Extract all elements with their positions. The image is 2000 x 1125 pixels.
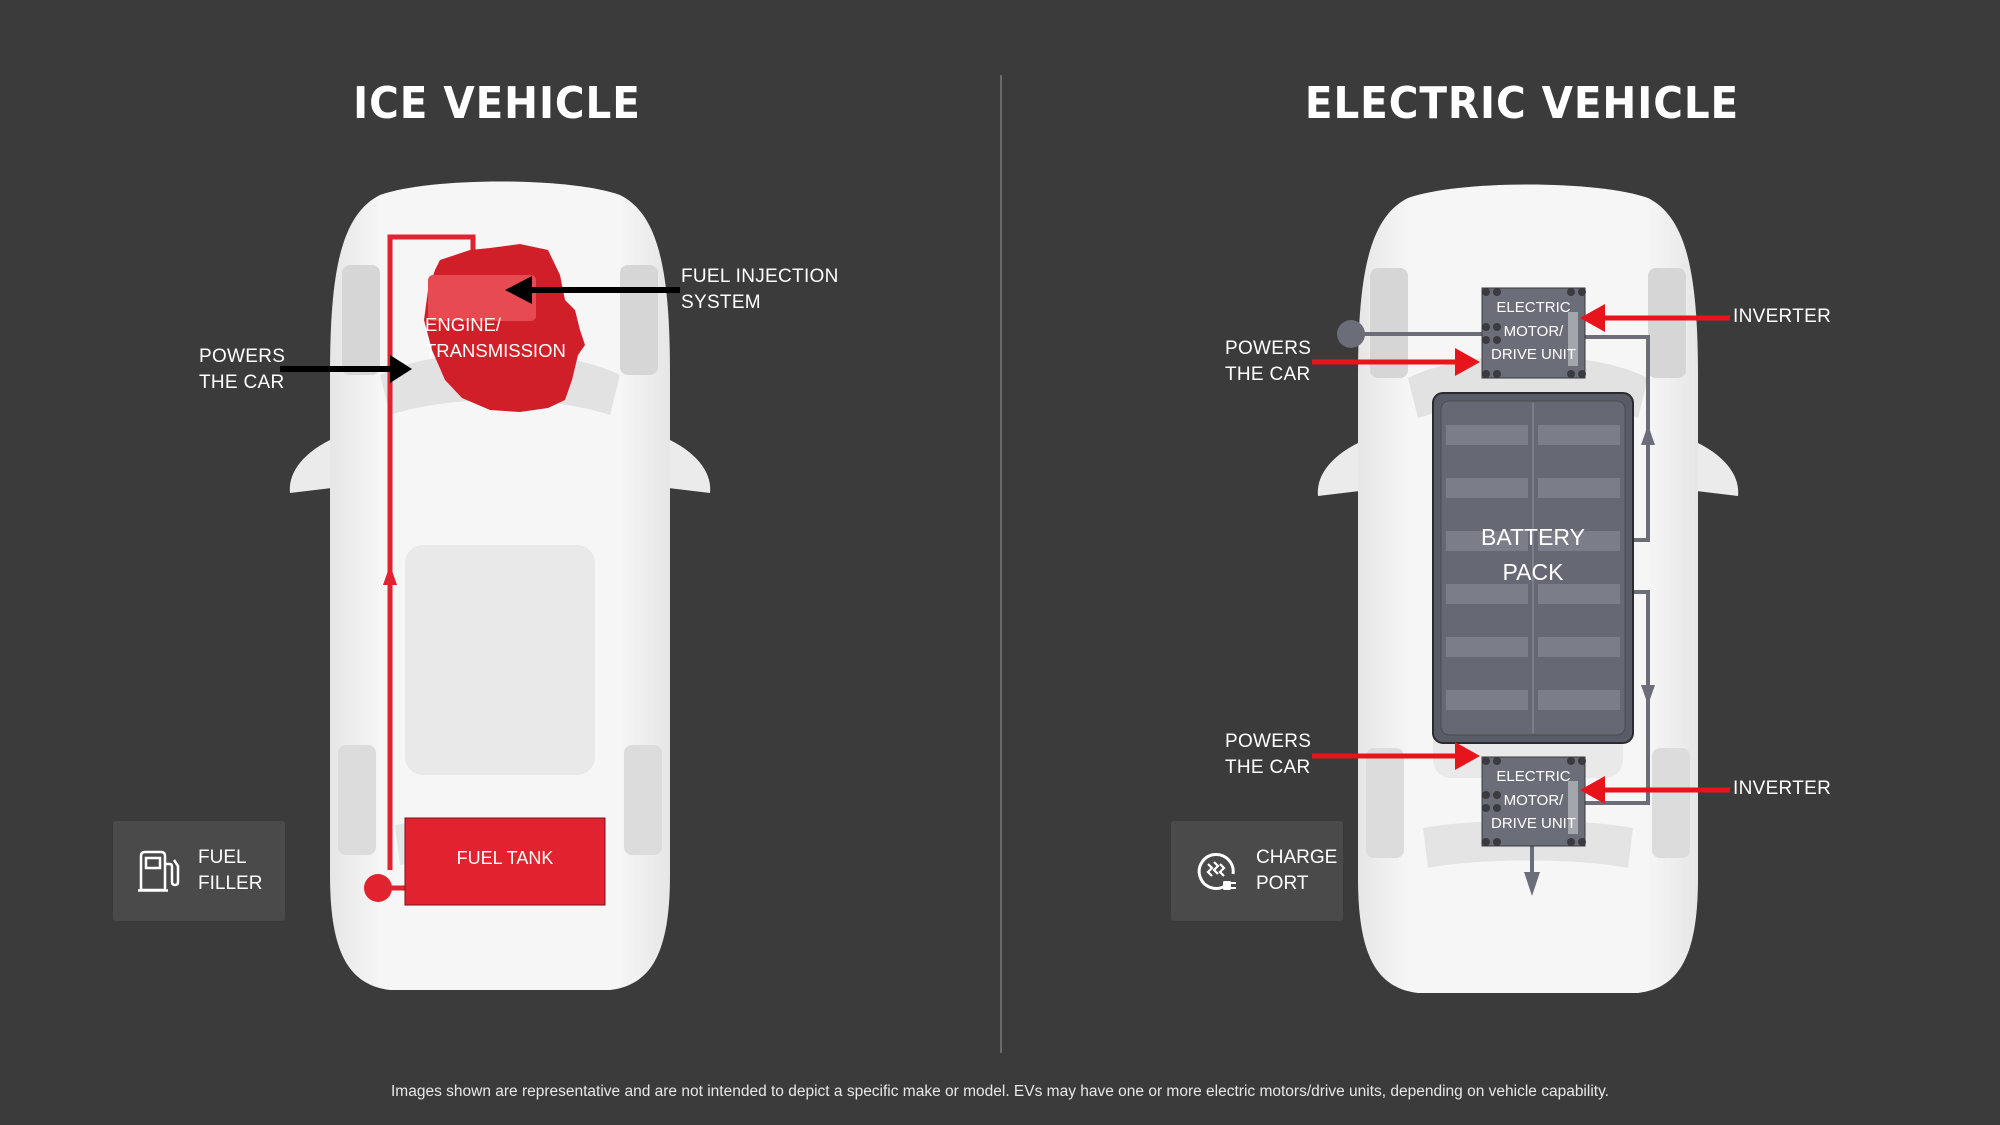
engine-label-line1: ENGINE/ <box>425 314 502 335</box>
rear-motor-line2: MOTOR/ <box>1503 791 1564 809</box>
ev-rear-powers-arrow-head <box>1455 742 1480 770</box>
divider <box>1000 75 1002 1053</box>
ev-rear-powers-line2: THE CAR <box>1225 757 1311 778</box>
engine-transmission-label: ENGINE/ TRANSMISSION <box>425 312 566 364</box>
fuel-injection-line1: FUEL INJECTION <box>681 266 839 287</box>
ev-front-powers-line1: POWERS <box>1225 338 1312 359</box>
front-motor-line3: DRIVE UNIT <box>1490 346 1576 363</box>
battery-line2: PACK <box>1502 559 1564 585</box>
rear-motor-line1: ELECTRIC <box>1496 768 1571 785</box>
ev-front-inverter-label: INVERTER <box>1733 306 1832 327</box>
ice-powers-label: POWERS THE CAR <box>199 344 285 396</box>
fuel-filler-cap <box>364 874 392 902</box>
fuel-filler-line2: FILLER <box>198 873 263 894</box>
front-motor-line1: ELECTRIC <box>1496 299 1571 316</box>
rear-output-arrow <box>1524 872 1540 896</box>
ev-rear-inverter-arrow-head <box>1580 776 1605 804</box>
fuel-flow-arrow <box>383 565 397 585</box>
charge-port-line2: PORT <box>1256 873 1309 894</box>
ev-charge-port-dot <box>1337 320 1365 348</box>
front-motor-line2: MOTOR/ <box>1503 322 1564 340</box>
ev-front-powers-label: POWERS THE CAR <box>1225 336 1311 388</box>
ev-front-powers-arrow-head <box>1455 348 1480 376</box>
hv-arrow-down <box>1641 685 1655 705</box>
rear-drive-unit <box>1481 756 1586 847</box>
ev-rear-powers-label: POWERS THE CAR <box>1225 729 1311 781</box>
ice-powers-line2: THE CAR <box>199 372 285 393</box>
fuel-filler-line1: FUEL <box>198 847 247 868</box>
fuel-injection-system <box>428 275 536 321</box>
front-inverter-block <box>1568 312 1578 366</box>
fuel-injection-label: FUEL INJECTION SYSTEM <box>681 264 839 316</box>
fuel-filler-text: FUEL FILLER <box>198 845 262 897</box>
battery-pack <box>1432 392 1634 744</box>
ev-rear-powers-line1: POWERS <box>1225 731 1312 752</box>
ice-powers-line1: POWERS <box>199 346 286 367</box>
fuel-injection-line2: SYSTEM <box>681 292 761 313</box>
footnote-disclaimer: Images shown are representative and are … <box>391 1083 1609 1100</box>
engine-label-line2: TRANSMISSION <box>425 340 566 361</box>
fuel-filler-legend: FUEL FILLER <box>113 821 285 921</box>
rear-motor-label: ELECTRIC MOTOR/ DRIVE UNIT <box>1482 765 1585 836</box>
fuel-injection-arrow-head <box>505 276 532 304</box>
charge-port-legend: CHARGE PORT <box>1171 821 1343 921</box>
front-drive-unit <box>1481 287 1586 379</box>
rear-inverter-block <box>1568 781 1578 834</box>
charge-port-line1: CHARGE <box>1256 847 1338 868</box>
hv-arrow-up <box>1641 425 1655 445</box>
charge-port-text: CHARGE PORT <box>1256 845 1337 897</box>
battery-line1: BATTERY <box>1481 524 1585 550</box>
ice-vehicle-title: ICE VEHICLE <box>353 78 641 129</box>
electric-vehicle-title: ELECTRIC VEHICLE <box>1304 78 1740 129</box>
ev-front-inverter-arrow-head <box>1580 304 1605 332</box>
battery-pack-label: BATTERY PACK <box>1433 520 1633 590</box>
fuel-tank <box>404 817 606 906</box>
front-motor-label: ELECTRIC MOTOR/ DRIVE UNIT <box>1482 296 1585 367</box>
ice-powers-arrow-head <box>390 355 412 383</box>
ev-rear-inverter-label: INVERTER <box>1733 778 1832 799</box>
fuel-pump-icon <box>138 850 180 892</box>
fuel-tank-label: FUEL TANK <box>456 848 554 868</box>
ev-front-powers-line2: THE CAR <box>1225 364 1311 385</box>
charge-port-icon <box>1197 853 1236 890</box>
rear-motor-line3: DRIVE UNIT <box>1490 815 1576 832</box>
